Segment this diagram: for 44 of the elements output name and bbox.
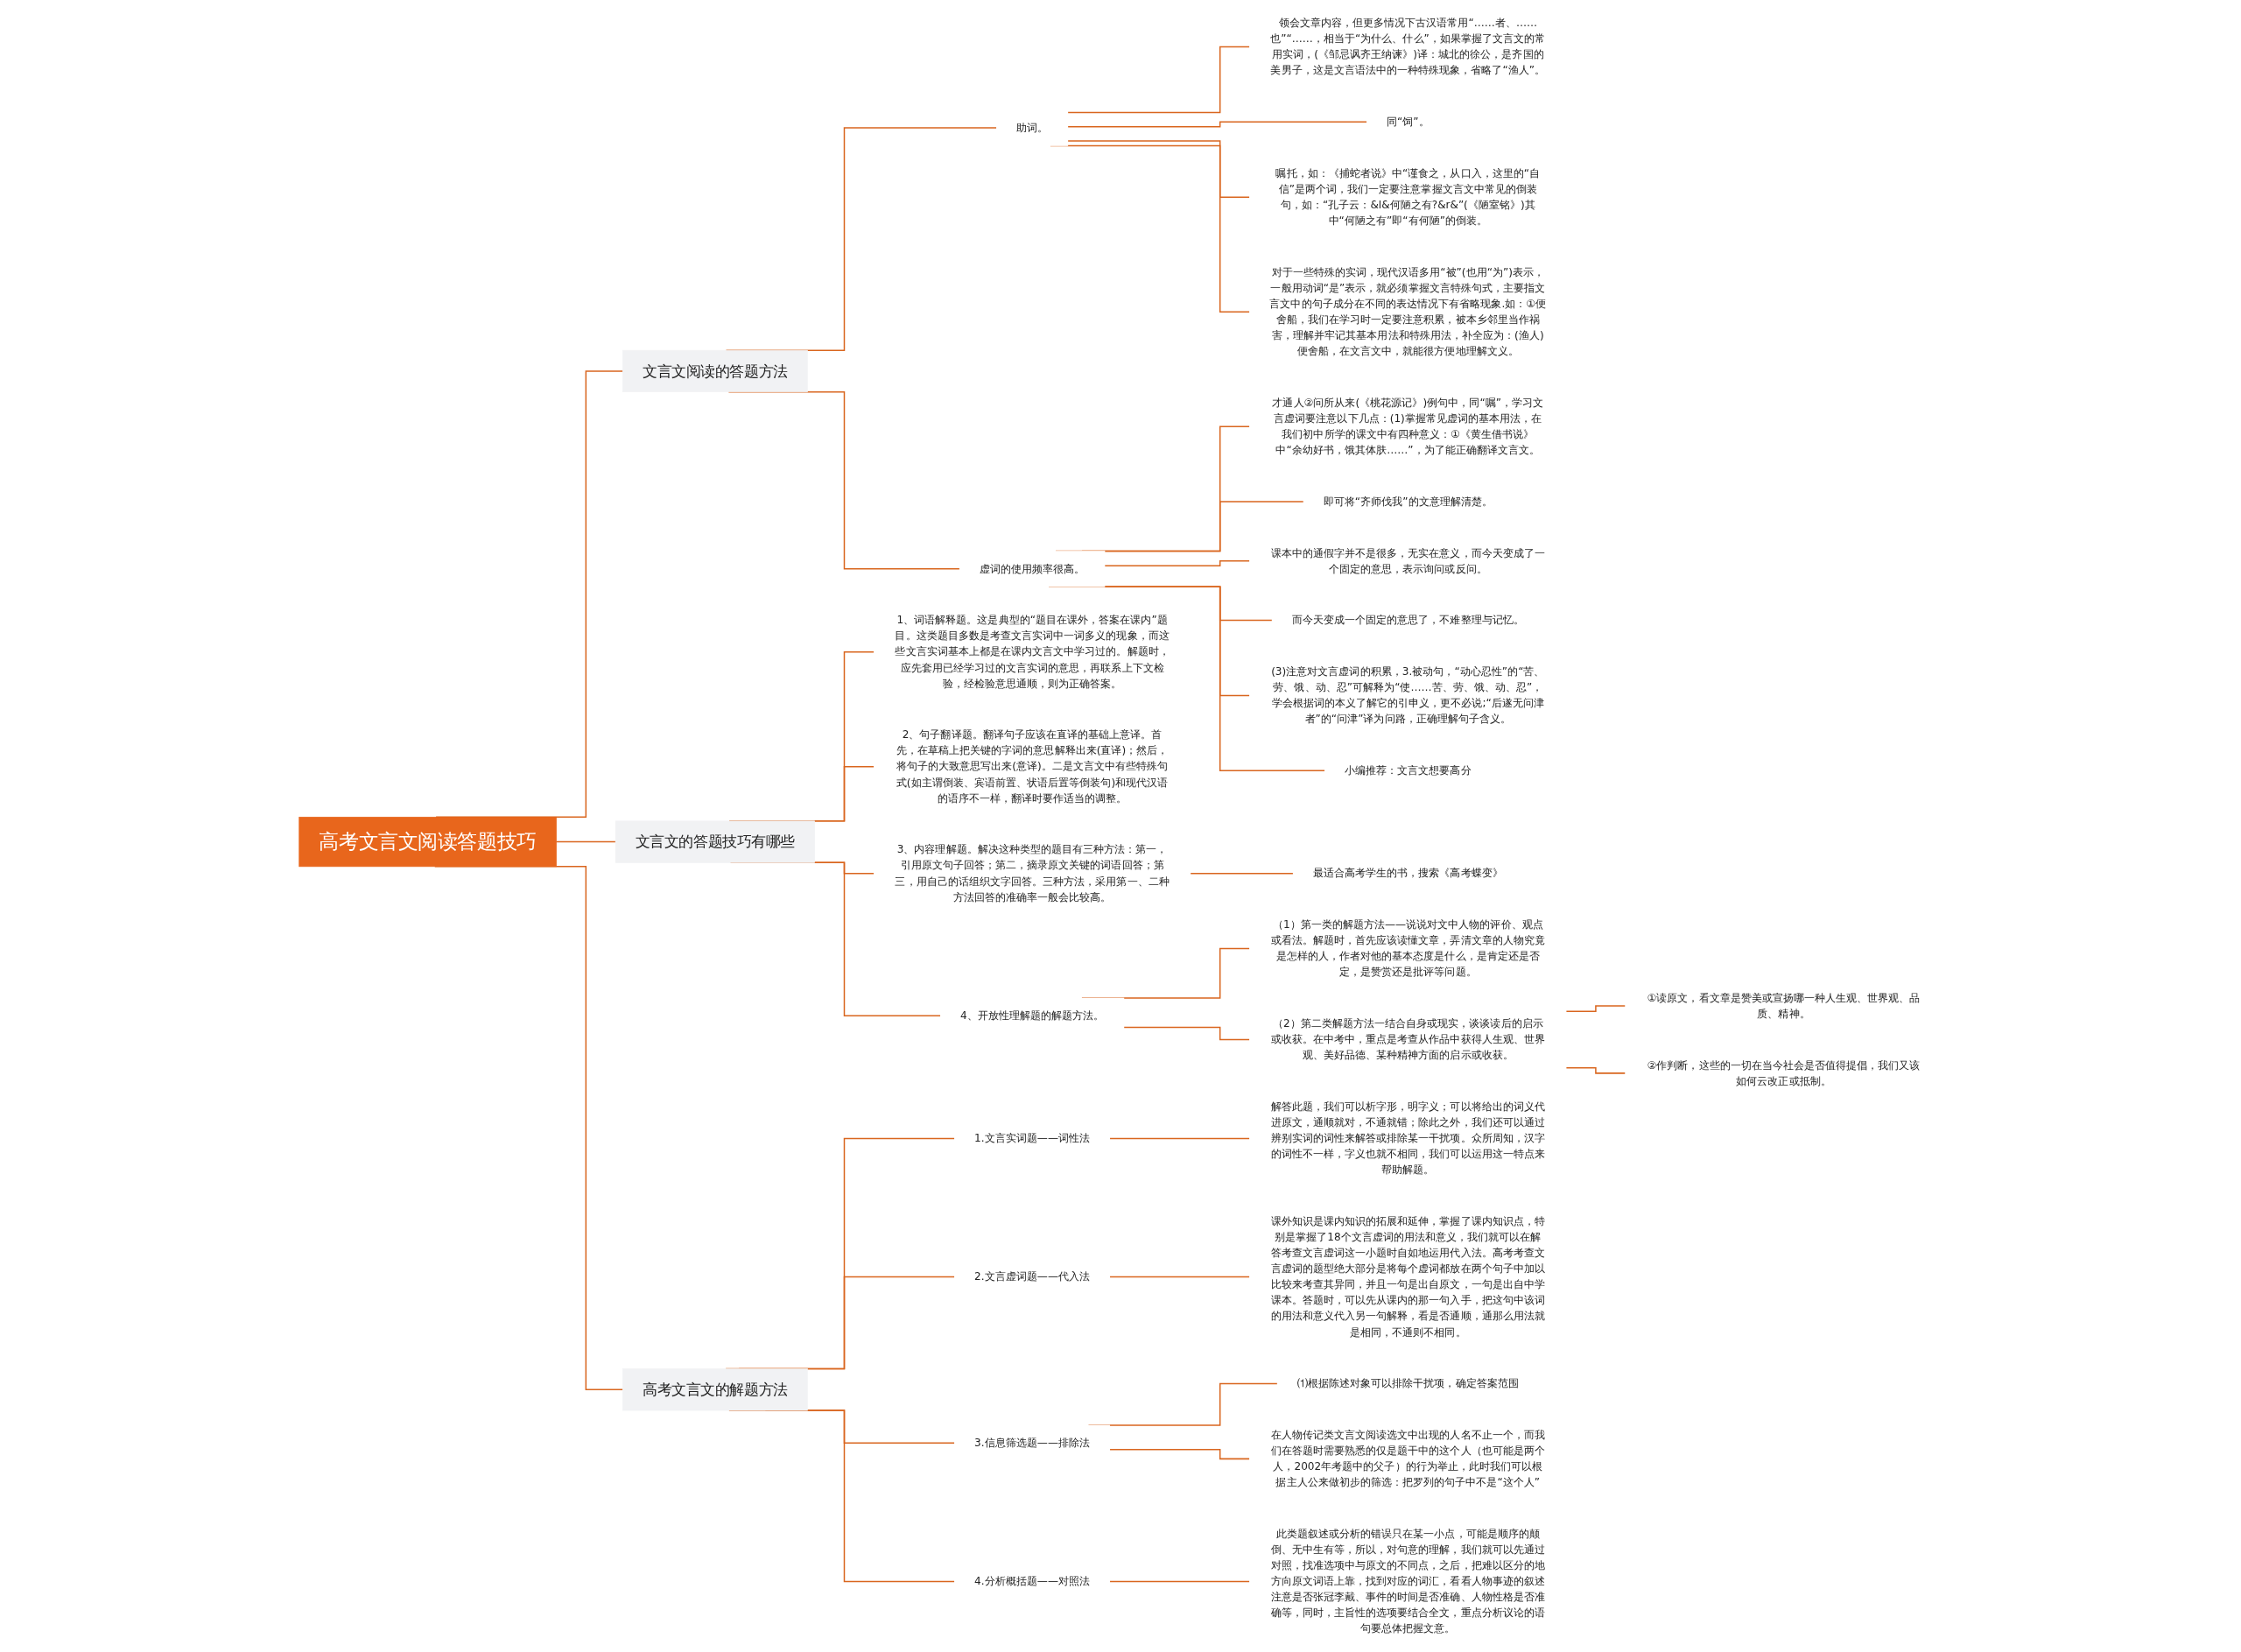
node-box: 文言文阅读的答题方法: [622, 349, 808, 393]
node-box: 高考文言文阅读答题技巧: [299, 816, 557, 868]
node-text: 此类题叙述或分析的错误只在某一小点，可能是顺序的颠倒、无中生有等，所以，对句意的理解，我们就可以先通过对照，找准选项中与原文的不同点，之后，把难以区分的地方向原文词语上靠，找到对应的词汇，看看人物事迹的叙述注意是否张冠李戴、事件的时间是否准确、人物性格是否准确等，同时，主旨性的选项要结合全文，重点分析议论的语句要总体把握文意。: [1270, 1527, 1545, 1635]
node-text: ⑴根据陈述对象可以排除干扰项，确定答案范围: [1296, 1377, 1519, 1390]
node-text: 而今天变成一个固定的意思了，不难整理与记忆。: [1291, 614, 1524, 627]
node-text: 对于一些特殊的实词，现代汉语多用“被”(也用“为”)表示，一般用动词“是”表示，就必须掌握文言特殊句式，主要指文言文中的句子成分在不同的表达情况下有省略现象.如：①便舍船，我们在学习时一定要注意积累，被本乡邻里当作祸害，理解并牢记其基本用法和特殊用法，补全应为：(渔人)便舍船，在文言文中，就能很方便地理解文义。: [1269, 265, 1547, 358]
connector: [1565, 1005, 1626, 1012]
node-text: 最适合高考学生的书，搜索《高考蝶变》: [1312, 867, 1503, 880]
connector: [1190, 872, 1295, 875]
node-text: 1.文言实词题——词性法: [974, 1131, 1091, 1145]
connector: [1108, 1580, 1251, 1583]
node-box: 高考文言文的解题方法: [622, 1368, 808, 1411]
connector: [1108, 1276, 1251, 1278]
connector: [1108, 1137, 1251, 1140]
node-text: 在人物传记类文言文阅读选文中出现的人名不止一个，而我们在答题时需要熟悉的仅是题干中的这个人（也可能是两个人，2002年考题中的父子）的行为举止，此时我们可以根据主人公来做初步的筛选：把罗列的句子中不是“这个人”: [1270, 1428, 1545, 1489]
connector: [1108, 1449, 1251, 1460]
node-text: 解答此题，我们可以析字形，明字义；可以将给出的词义代进原文，通顺就对，不通就错；除此之外，我们还可以通过辨别实词的词性来解答或排除某一干扰项。众所周知，汉字的词性不一样，字义也就不相同，我们可以运用这一特点来帮助解题。: [1270, 1100, 1545, 1177]
node-text: ①读原文，看文章是赞美或宣扬哪一种人生观、世界观、品质、精神。: [1647, 991, 1921, 1020]
node-text: 1、词语解释题。这是典型的“题目在课外，答案在课内”题目。这类题目多数是考查文言实词中一词多义的现象，而这些文言实词基本上都是在课内文言文中学习过的。解题时，应先套用已经学习过的文言实词的意思，再联系上下文检验，经检验意思通顺，则为正确答案。: [895, 614, 1170, 690]
node-text: 2、句子翻译题。翻译句子应该在直译的基础上意译。首先，在草稿上把关键的字词的意思解释出来(直译)；然后，将句子的大致意思写出来(意译)。二是文言文中有些特殊句式(如主谓倒装、宾语前置、状语后置等倒装句)和现代汉语的语序不一样，翻译时要作适当的调整。: [896, 728, 1169, 805]
node-text: 课本中的通假字并不是很多，无实在意义，而今天变成了一个固定的意思，表示询问或反问。: [1270, 546, 1545, 575]
node-text: 同“饲”。: [1386, 115, 1430, 129]
node-text: 领会文章内容，但更多情况下古汉语常用“……者、……也”“……，相当于“为什么、什么”，如果掌握了文言文的常用实词，(《邹忌讽齐王纳谏》)译：城北的徐公，是齐国的美男子，这是文言语法中的一种特殊现象，省略了“渔人”。: [1270, 16, 1546, 77]
connector: [1104, 560, 1251, 567]
node-text: (3)注意对文言虚词的积累，3.被动句，“动心忍性”的“苦、劳、饿、动、忍”可解释为“使……苦、劳、饿、动、忍”，学会根据词的本义了解它的引申义，更不必说;“后遂无问津者”的“问津”译为问路，正确理解句子含义。: [1271, 664, 1545, 726]
connector: [1565, 1067, 1626, 1074]
node-text: 4.分析概括题——对照法: [974, 1574, 1091, 1588]
node-text: （2）第二类解题方法一结合自身或现实，谈谈读后的启示或收获。在中考中，重点是考查从作品中获得人生观、世界观、美好品德、某种精神方面的启示或收获。: [1270, 1016, 1545, 1062]
connector: [1123, 1026, 1251, 1041]
node-text: ②作判断，这些的一切在当今社会是否值得提倡，我们又该如何云改正或抵制。: [1647, 1058, 1921, 1087]
node-text: 2.文言虚词题——代入法: [974, 1270, 1091, 1283]
connector: [1067, 140, 1251, 198]
node-text: 即可将“齐师伐我”的文意理解清楚。: [1323, 495, 1493, 508]
connector: [555, 840, 616, 843]
connector: [1067, 121, 1368, 128]
node-text: 小编推荐：文言文想要高分: [1345, 763, 1472, 777]
node-text: 3、内容理解题。解决这种类型的题目有三种方法：第一，引用原文句子回答；第二，摘录原文关键的词语回答；第三，用自己的话组织文字回答。三种方法，采用第一、二种方法回答的准确率一般会比较高。: [895, 843, 1170, 903]
node-text: 嘱托，如：《捕蛇者说》中“谨食之，从口入，这里的“自信”是两个词，我们一定要注意掌握文言文中常见的倒装句，如：“孔子云：&l&何陋之有?&r&”(《陋室铭》)其中“何陋之有”即“有何陋”的倒装。: [1275, 166, 1541, 228]
node-text: 课外知识是课内知识的拓展和延伸，掌握了课内知识点，特别是掌握了18个文言虚词的用法和意义，我们就可以在解答考查文言虚词这一小题时自如地运用代入法。高考考查文言虚词的题型绝大部分是将每个虚词都放在两个句子中加以比较来考查其异同，并且一句是出自原文，一句是出自中学课本。答题时，可以先从课内的那一句入手，把这句中该词的用法和意义代入另一句解释，看是否通顺，通那么用法就是相同，不通则不相同。: [1270, 1214, 1545, 1339]
connector: [1067, 46, 1251, 114]
node-text: （1）第一类的解题方法——说说对文中人物的评价、观点或看法。解题时，首先应该读懂文章，弄清文章的人物究竟是怎样的人，作者对他的基本态度是什么，是肯定还是否定，是赞赏还是批评等问题。: [1270, 917, 1545, 979]
node-text: 才通人②问所从来(《桃花源记》)例句中，同“嘱”，学习文言虚词要注意以下几点：(1)掌握常见虚词的基本用法，在我们初中所学的课文中有四种意义：①《黄生借书说》中“余幼好书，饿其体肤……”，为了能正确翻译文言文。: [1272, 396, 1544, 457]
node-box: 文言文的答题技巧有哪些: [615, 820, 815, 863]
node-text: 3.信息筛选题——排除法: [974, 1436, 1091, 1450]
